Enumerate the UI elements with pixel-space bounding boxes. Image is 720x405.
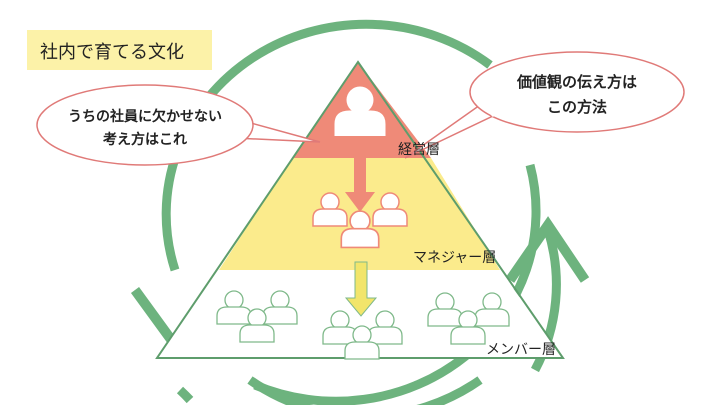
bubble-right-line2: この方法 — [547, 98, 607, 116]
title-box — [27, 30, 212, 70]
bubble-left-line1: うちの社員に欠かせない — [68, 108, 222, 125]
title: 社内で育てる文化 — [40, 42, 184, 63]
arrow-down-red-icon — [345, 152, 375, 212]
bubble-left-line2: 考え方はこれ — [103, 131, 187, 148]
bubble-right-line1: 価値観の伝え方は — [516, 73, 637, 91]
layer-label-management: 経営層 — [398, 142, 440, 158]
arrow-down-yellow-icon — [344, 261, 378, 317]
layer-label-manager: マネジャー層 — [413, 250, 496, 266]
speech-bubble-left: うちの社員に欠かせない 考え方はこれ — [36, 84, 321, 166]
layer-label-member: メンバー層 — [486, 342, 556, 358]
arrow-up-right-icon — [505, 216, 590, 283]
speech-bubble-right: 価値観の伝え方は この方法 — [404, 51, 685, 159]
